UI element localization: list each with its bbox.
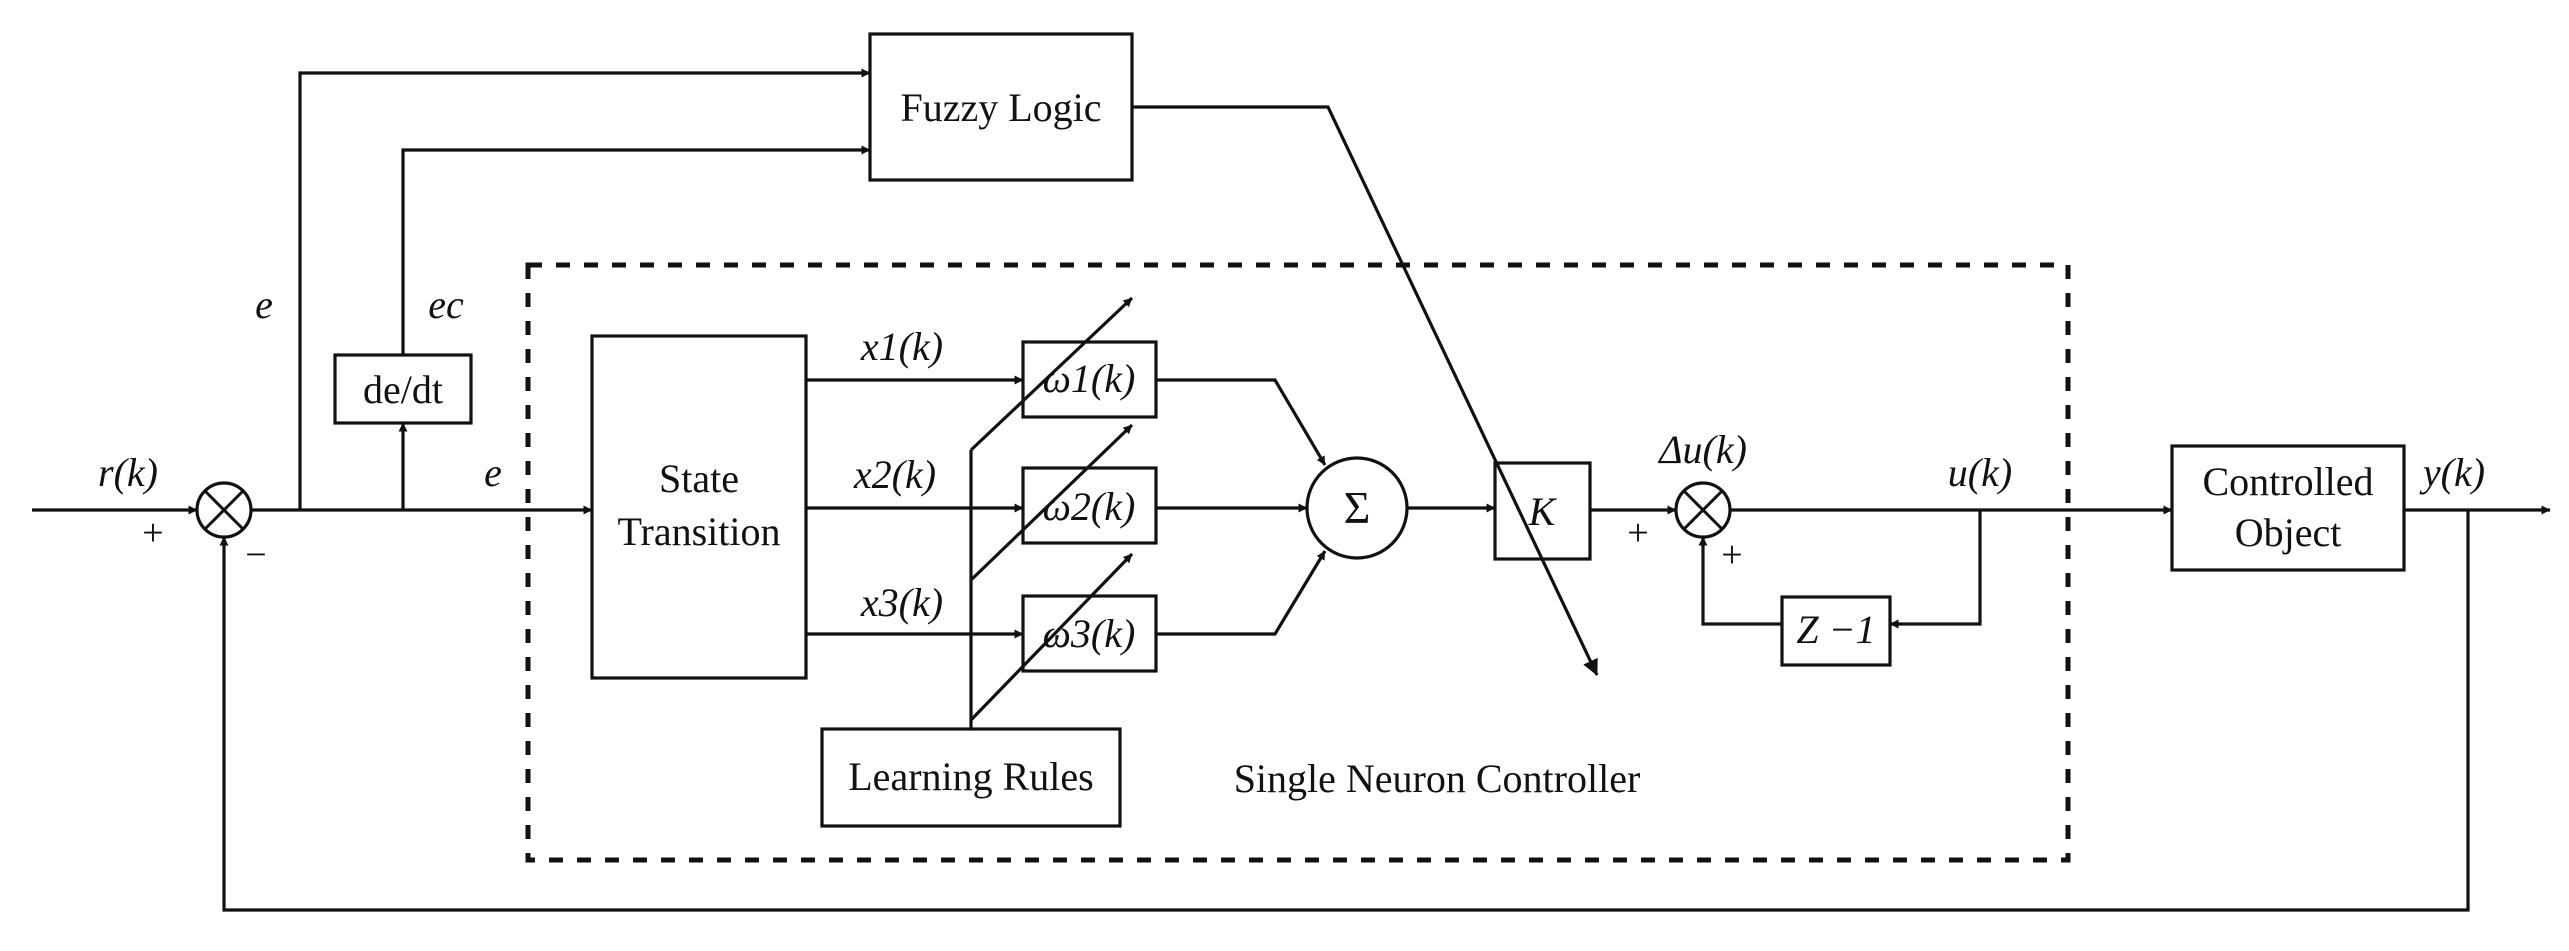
sum1-plus-sign: + [142, 512, 163, 554]
adjust-arrow-3 [969, 552, 1134, 722]
controlled-object-label-1: Controlled [2202, 459, 2373, 504]
sum1-minus-sign: − [245, 534, 266, 576]
ec-to-fuzzy-wire [401, 145, 871, 355]
error-change-label: ec [428, 282, 464, 327]
derivative-label: de/dt [363, 367, 443, 412]
x2-label: x2(k) [853, 452, 936, 497]
fuzzy-to-gain-wire [1132, 105, 1599, 676]
state-transition-block [590, 334, 808, 680]
x3-label: x3(k) [860, 580, 943, 625]
sum-junction-1 [195, 481, 253, 539]
x1-label: x1(k) [860, 324, 943, 369]
gain-label: K [1528, 489, 1558, 534]
sum-junction-2 [1674, 481, 1732, 539]
weight-3-label: ω3(k) [1043, 611, 1136, 656]
w1-to-sum-wire [1156, 378, 1327, 466]
controller-region-label: Single Neuron Controller [1234, 756, 1641, 801]
adjust-arrow-2 [969, 423, 1134, 582]
gain-block [1493, 461, 1592, 561]
control-label: u(k) [1948, 450, 2012, 495]
weight-1-label: ω1(k) [1043, 356, 1136, 401]
adjust-arrow-1 [969, 296, 1134, 452]
control-to-delay-wire [1889, 510, 1982, 629]
delta-u-label: Δu(k) [1657, 427, 1747, 472]
error-top-label: e [255, 282, 273, 327]
feedback-wire [219, 510, 2470, 912]
controlled-object-label-2: Object [2235, 510, 2342, 555]
learning-rules-label: Learning Rules [848, 754, 1094, 799]
error-main-label: e [484, 450, 502, 495]
sum-symbol: Σ [1344, 482, 1371, 533]
w3-to-sum-wire [1156, 550, 1327, 636]
delay-to-junction-wire [1698, 536, 1782, 626]
reference-label: r(k) [98, 450, 158, 495]
error-to-fuzzy-wire [298, 68, 871, 510]
state-transition-label-1: State [659, 456, 739, 501]
output-label: y(k) [2419, 450, 2485, 495]
fuzzy-logic-label: Fuzzy Logic [900, 85, 1101, 130]
state-transition-label-2: Transition [617, 509, 780, 554]
sum2-plus-left-sign: + [1627, 512, 1648, 554]
controller-region [525, 262, 2071, 863]
fuzzy-logic-block [868, 32, 1134, 182]
delay-block [1780, 595, 1892, 667]
weight-2-label: ω2(k) [1043, 484, 1136, 529]
learning-rules-block [820, 727, 1122, 828]
sum2-plus-bottom-sign: + [1721, 534, 1742, 576]
delay-label: Z −1 [1796, 607, 1875, 652]
